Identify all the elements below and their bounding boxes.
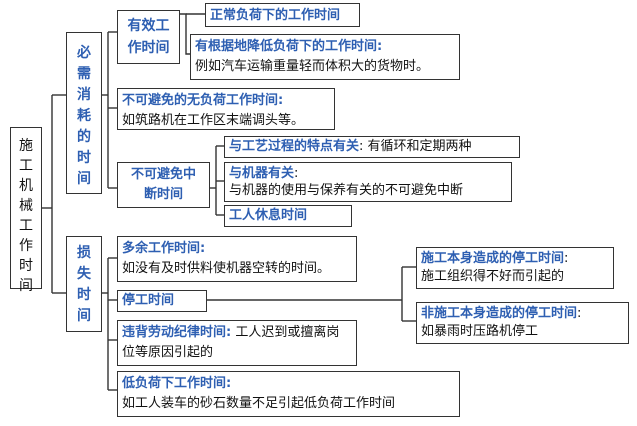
worker-rest-label: 工人休息时间	[229, 208, 308, 223]
machine-related-node: 与机器有关: 与机器的使用与保养有关的不可避免中断	[224, 162, 512, 202]
machine-related-text: 与机器的使用与保养有关的不可避免中断	[229, 183, 464, 198]
normal-load-node: 正常负荷下的工作时间	[205, 3, 360, 27]
internal-stop-node: 施工本身造成的停工时间: 施工组织得不好而引起的	[416, 247, 614, 289]
reduced-load-node: 有根据地降低负荷下的工作时间: 例如汽车运输重量轻而体积大的货物时。	[190, 34, 460, 80]
internal-stop-colon: :	[564, 251, 569, 266]
necessary-time-label: 必需消耗的时间	[77, 45, 91, 187]
unavoidable-idle-title: 不可避免的无负荷工作时间	[122, 93, 279, 108]
reduced-load-title: 有根据地降低负荷下的工作时间	[195, 39, 378, 54]
unavoidable-idle-example: 如筑路机在工作区末端调头等。	[122, 113, 305, 128]
necessary-time-node: 必需消耗的时间	[66, 32, 102, 194]
external-stop-text: 如暴雨时压路机停工	[421, 324, 539, 339]
low-load-colon: :	[226, 376, 232, 391]
effective-time-label: 有效工作时间	[127, 18, 170, 56]
unavoidable-stop-label: 不可避免中断时间	[130, 167, 196, 202]
discipline-violation-text: 工人迟到或擅离岗位等原因引起的	[122, 325, 340, 360]
internal-stop-title: 施工本身造成的停工时间	[421, 251, 565, 266]
root-label: 施工机械工作时间	[19, 138, 33, 294]
loss-time-node: 损失时间	[66, 236, 102, 332]
unavoidable-idle-node: 不可避免的无负荷工作时间: 如筑路机在工作区末端调头等。	[117, 88, 335, 130]
external-stop-title: 非施工本身造成的停工时间	[421, 306, 578, 321]
reduced-load-example: 例如汽车运输重量轻而体积大的货物时。	[195, 59, 430, 74]
external-stop-node: 非施工本身造成的停工时间: 如暴雨时压路机停工	[416, 302, 629, 344]
excess-work-text: 如没有及时供料使机器空转的时间。	[122, 261, 331, 276]
excess-work-colon: :	[200, 241, 206, 256]
excess-work-title: 多余工作时间	[122, 241, 201, 256]
unavoidable-idle-colon: :	[278, 93, 284, 108]
effective-time-node: 有效工作时间	[117, 10, 180, 64]
process-related-title: 与工艺过程的特点有关	[229, 139, 360, 154]
machine-related-title: 与机器有关	[229, 166, 295, 181]
reduced-load-colon: :	[377, 39, 383, 54]
discipline-violation-title: 违背劳动纪律时间	[122, 325, 227, 340]
discipline-violation-colon: :	[226, 325, 232, 340]
machine-related-colon: :	[294, 166, 299, 181]
low-load-text: 如工人装车的砂石数量不足引起低负荷工作时间	[122, 396, 396, 411]
low-load-title: 低负荷下工作时间	[122, 376, 227, 391]
normal-load-label: 正常负荷下的工作时间	[210, 8, 341, 23]
process-related-text: 有循环和定期两种	[367, 139, 472, 154]
internal-stop-text: 施工组织得不好而引起的	[421, 269, 565, 284]
process-related-node: 与工艺过程的特点有关: 有循环和定期两种	[224, 136, 520, 158]
discipline-violation-node: 违背劳动纪律时间: 工人迟到或擅离岗位等原因引起的	[117, 320, 357, 366]
low-load-node: 低负荷下工作时间: 如工人装车的砂石数量不足引起低负荷工作时间	[117, 371, 460, 417]
external-stop-colon: :	[577, 306, 582, 321]
stop-time-label: 停工时间	[122, 293, 175, 308]
worker-rest-node: 工人休息时间	[224, 205, 352, 227]
process-related-colon: :	[359, 139, 364, 154]
loss-time-label: 损失时间	[77, 245, 91, 324]
excess-work-node: 多余工作时间: 如没有及时供料使机器空转的时间。	[117, 236, 357, 282]
unavoidable-stop-node: 不可避免中断时间	[117, 162, 210, 208]
stop-time-node: 停工时间	[117, 290, 207, 312]
root-node: 施工机械工作时间	[10, 127, 42, 294]
